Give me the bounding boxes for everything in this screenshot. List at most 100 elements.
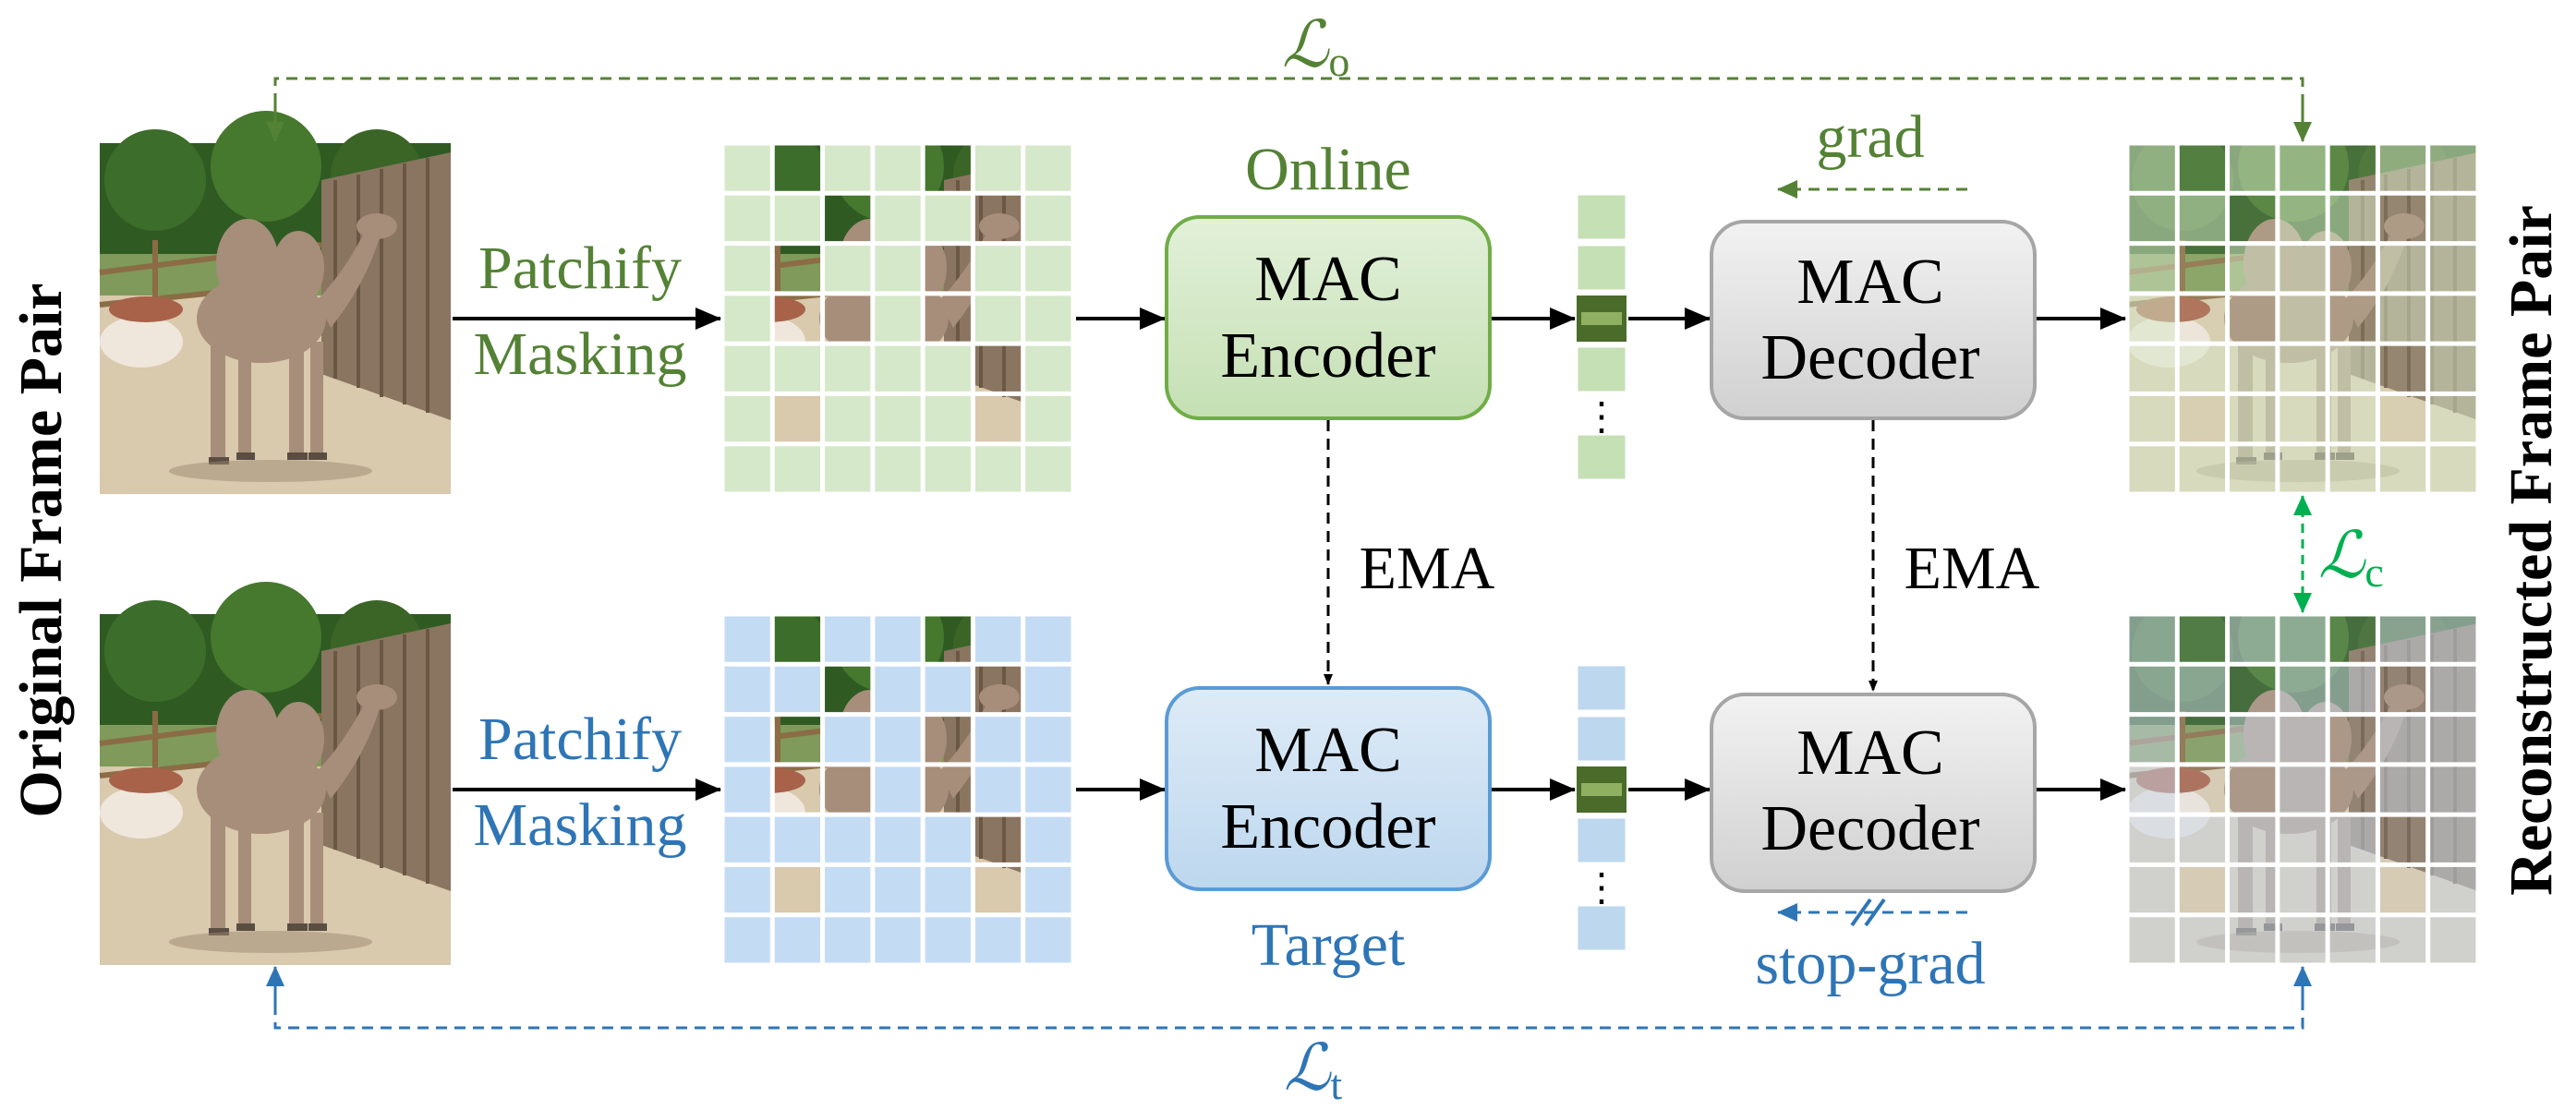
target-decoder-box bbox=[1710, 693, 2037, 893]
patch-mask bbox=[2227, 393, 2278, 444]
patch-mask bbox=[973, 614, 1023, 665]
patch-mask bbox=[822, 143, 873, 194]
patch-mask bbox=[2127, 914, 2178, 965]
reconstructed-grid-top bbox=[2124, 140, 2481, 497]
patch-mask bbox=[923, 664, 974, 715]
patch-mask bbox=[722, 664, 773, 715]
patch-mask bbox=[2177, 243, 2228, 294]
bottom-op-label-line1: Patchify bbox=[478, 706, 682, 773]
patch-mask bbox=[2277, 344, 2328, 394]
patch-mask bbox=[2127, 864, 2178, 915]
patch-mask bbox=[822, 714, 873, 765]
patch-mask bbox=[973, 914, 1023, 965]
patch-mask bbox=[2328, 864, 2378, 915]
patch-mask bbox=[2127, 193, 2178, 244]
patch-mask bbox=[872, 914, 924, 965]
model-boxes bbox=[1165, 215, 2037, 893]
masked-grid-bottom bbox=[720, 611, 1076, 968]
patch-mask bbox=[2177, 714, 2228, 765]
target-encoder-box bbox=[1165, 686, 1492, 891]
patch-mask bbox=[923, 393, 974, 444]
patch-mask bbox=[2328, 193, 2378, 244]
patch-mask bbox=[2427, 344, 2478, 394]
token bbox=[1575, 815, 1628, 865]
patch-mask bbox=[1022, 293, 1073, 344]
patch-mask bbox=[2427, 664, 2478, 715]
token bbox=[1575, 903, 1628, 953]
patch-mask bbox=[2377, 293, 2428, 344]
online-encoder-line1: MAC bbox=[1254, 244, 1401, 315]
token bbox=[1575, 344, 1628, 394]
patch-mask bbox=[2227, 814, 2278, 865]
patch-mask bbox=[923, 193, 974, 244]
patch-mask bbox=[1022, 193, 1073, 244]
svg-text:ℒt: ℒt bbox=[1284, 1033, 1342, 1108]
patch-mask bbox=[872, 243, 924, 294]
patch-mask bbox=[2427, 814, 2478, 865]
top-op-label-line1: Patchify bbox=[478, 235, 682, 302]
online-decoder-line1: MAC bbox=[1796, 247, 1943, 318]
target-loss-bracket bbox=[273, 967, 2304, 1030]
visible-token-detail bbox=[1581, 783, 1622, 796]
patch-mask bbox=[2127, 143, 2178, 194]
patch-mask bbox=[872, 293, 924, 344]
patch-mask bbox=[2177, 814, 2228, 865]
patch-mask bbox=[872, 664, 924, 715]
patch-mask bbox=[1022, 443, 1073, 494]
patch-mask bbox=[2328, 664, 2378, 715]
patch-mask bbox=[923, 443, 974, 494]
patch-mask bbox=[2377, 443, 2428, 494]
reconstructed-grid-bottom bbox=[2124, 611, 2481, 968]
patch-mask bbox=[1022, 344, 1073, 394]
patch-mask bbox=[872, 864, 924, 915]
right-title: Reconstructed Frame Pair bbox=[2497, 205, 2565, 896]
patch-mask bbox=[822, 443, 873, 494]
token bbox=[1575, 714, 1628, 764]
patch-mask bbox=[1022, 914, 1073, 965]
patch-mask bbox=[2227, 664, 2278, 715]
patch-mask bbox=[2377, 764, 2428, 815]
patch-mask bbox=[872, 143, 924, 194]
patch-mask bbox=[2328, 293, 2378, 344]
patch-mask bbox=[2277, 293, 2328, 344]
patch-mask bbox=[2177, 614, 2228, 665]
patch-mask bbox=[872, 193, 924, 244]
consistency-loss-label: ℒc bbox=[2318, 521, 2384, 596]
target-encoder-line2: Encoder bbox=[1220, 791, 1435, 863]
patch-mask bbox=[2377, 143, 2428, 194]
patch-mask bbox=[2377, 814, 2428, 865]
patch-mask bbox=[973, 443, 1023, 494]
patch-mask bbox=[973, 143, 1023, 194]
camel-photo bbox=[100, 582, 451, 965]
patch-mask bbox=[2427, 764, 2478, 815]
patch-mask bbox=[2427, 443, 2478, 494]
patch-mask bbox=[2277, 143, 2328, 194]
patch-mask bbox=[2277, 243, 2328, 294]
patch-mask bbox=[2277, 764, 2328, 815]
patch-mask bbox=[973, 764, 1023, 815]
target-token-column bbox=[1575, 663, 1628, 953]
target-encoder-line1: MAC bbox=[1254, 715, 1401, 786]
patch-mask bbox=[722, 714, 773, 765]
token bbox=[1575, 663, 1628, 713]
patch-grids bbox=[720, 140, 2481, 968]
target-decoder-line2: Decoder bbox=[1760, 793, 1979, 864]
patch-mask bbox=[2227, 714, 2278, 765]
patch-mask bbox=[2377, 393, 2428, 444]
patch-mask bbox=[722, 293, 773, 344]
svg-text:ℒo: ℒo bbox=[1282, 10, 1349, 85]
top-op-label-line2: Masking bbox=[474, 320, 687, 388]
patch-mask bbox=[2427, 143, 2478, 194]
patch-mask bbox=[2277, 614, 2328, 665]
patch-mask bbox=[2277, 664, 2328, 715]
patch-mask bbox=[2177, 293, 2228, 344]
stop-grad-label: stop-grad bbox=[1755, 930, 1985, 997]
patch-mask bbox=[2177, 764, 2228, 815]
online-decoder-box bbox=[1710, 220, 2037, 420]
target-decoder-line1: MAC bbox=[1796, 718, 1943, 789]
patch-mask bbox=[2427, 714, 2478, 765]
patch-mask bbox=[1022, 764, 1073, 815]
patch-mask bbox=[772, 814, 823, 865]
target-token-ellipsis: ⋮ bbox=[1582, 867, 1621, 910]
patch-mask bbox=[2377, 664, 2428, 715]
